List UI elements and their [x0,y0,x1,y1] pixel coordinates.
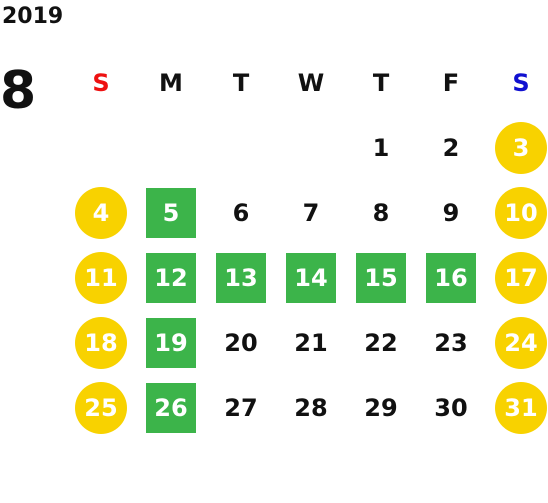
day-number: 17 [495,251,547,304]
day-cell[interactable]: 8 [346,180,416,245]
day-number [75,122,127,174]
day-number: 25 [75,381,127,434]
day-number: 15 [356,252,406,303]
day-number: 29 [364,393,398,422]
day-number: 13 [216,252,266,303]
day-number: 4 [75,186,127,239]
day-cell[interactable]: 14 [276,245,346,310]
day-cell[interactable]: 20 [206,310,276,375]
day-number: 9 [442,198,460,227]
day-cell[interactable]: 3 [486,115,548,180]
day-number: 10 [495,186,547,239]
day-number: 26 [146,382,196,433]
day-cell[interactable]: 28 [276,375,346,440]
day-cell[interactable]: 18 [66,310,136,375]
day-number: 1 [372,133,390,162]
day-number: 19 [146,317,196,368]
day-number: 12 [146,252,196,303]
day-cell[interactable]: 27 [206,375,276,440]
day-number: 20 [224,328,258,357]
day-number: 8 [372,198,390,227]
day-cell[interactable]: 7 [276,180,346,245]
empty-day-cell [206,115,276,180]
day-number: 18 [75,316,127,369]
day-cell[interactable]: 5 [136,180,206,245]
weekday-header: W [297,68,325,97]
day-number: 27 [224,393,258,422]
day-cell[interactable]: 19 [136,310,206,375]
day-number: 31 [495,381,547,434]
day-cell[interactable]: 12 [136,245,206,310]
weekday-header: S [92,68,110,97]
day-number: 21 [294,328,328,357]
day-cell[interactable]: 25 [66,375,136,440]
day-number: 2 [442,133,460,162]
day-cell[interactable]: 31 [486,375,548,440]
day-cell[interactable]: 26 [136,375,206,440]
day-cell[interactable]: 23 [416,310,486,375]
day-cell[interactable]: 15 [346,245,416,310]
day-number [145,122,197,174]
empty-day-cell [66,115,136,180]
day-number: 5 [146,187,196,238]
day-cell[interactable]: 9 [416,180,486,245]
weekday-header: F [442,68,460,97]
weekday-header: T [232,68,250,97]
empty-day-cell [276,115,346,180]
day-number: 6 [232,198,250,227]
day-cell[interactable]: 21 [276,310,346,375]
empty-day-cell [136,115,206,180]
weekday-header: T [372,68,390,97]
day-cell[interactable]: 6 [206,180,276,245]
day-number: 14 [286,252,336,303]
day-number: 11 [75,251,127,304]
day-number: 22 [364,328,398,357]
day-number [285,122,337,174]
day-number: 3 [495,121,547,174]
day-cell[interactable]: 29 [346,375,416,440]
day-cell[interactable]: 16 [416,245,486,310]
day-cell[interactable]: 4 [66,180,136,245]
day-cell[interactable]: 1 [346,115,416,180]
day-cell[interactable]: 24 [486,310,548,375]
day-number: 7 [302,198,320,227]
day-cell[interactable]: 13 [206,245,276,310]
day-number: 23 [434,328,468,357]
day-cell[interactable]: 22 [346,310,416,375]
calendar-year: 2019 [2,4,64,29]
day-number: 30 [434,393,468,422]
day-number: 16 [426,252,476,303]
weekday-header: M [159,68,183,97]
day-number [215,122,267,174]
day-cell[interactable]: 30 [416,375,486,440]
day-cell[interactable]: 10 [486,180,548,245]
day-number: 24 [495,316,547,369]
day-cell[interactable]: 17 [486,245,548,310]
calendar-month: 8 [0,61,37,121]
weekday-header: S [512,68,530,97]
day-number: 28 [294,393,328,422]
day-cell[interactable]: 11 [66,245,136,310]
day-cell[interactable]: 2 [416,115,486,180]
